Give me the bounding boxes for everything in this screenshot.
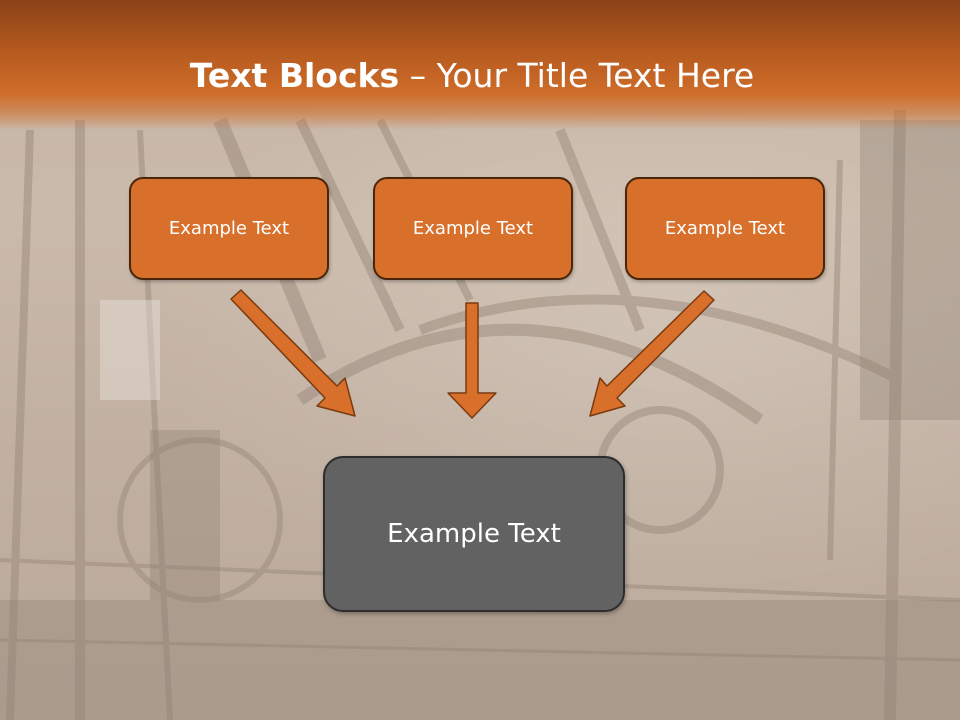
title-bar — [0, 0, 960, 130]
arrow-center — [447, 302, 497, 419]
arrow-left — [230, 289, 356, 417]
text-block-3[interactable]: Example Text — [625, 177, 825, 280]
title-rest: – Your Title Text Here — [399, 56, 755, 95]
arrow-right — [589, 290, 715, 417]
text-block-1-label: Example Text — [168, 218, 290, 239]
text-block-2[interactable]: Example Text — [373, 177, 573, 280]
text-block-1[interactable]: Example Text — [129, 177, 329, 280]
text-block-3-label: Example Text — [664, 218, 786, 239]
main-text-block[interactable]: Example Text — [323, 456, 625, 612]
main-text-block-label: Example Text — [387, 519, 561, 549]
page-title: Text Blocks – Your Title Text Here — [0, 56, 944, 96]
text-block-2-label: Example Text — [412, 218, 534, 239]
title-bold: Text Blocks — [189, 56, 400, 95]
